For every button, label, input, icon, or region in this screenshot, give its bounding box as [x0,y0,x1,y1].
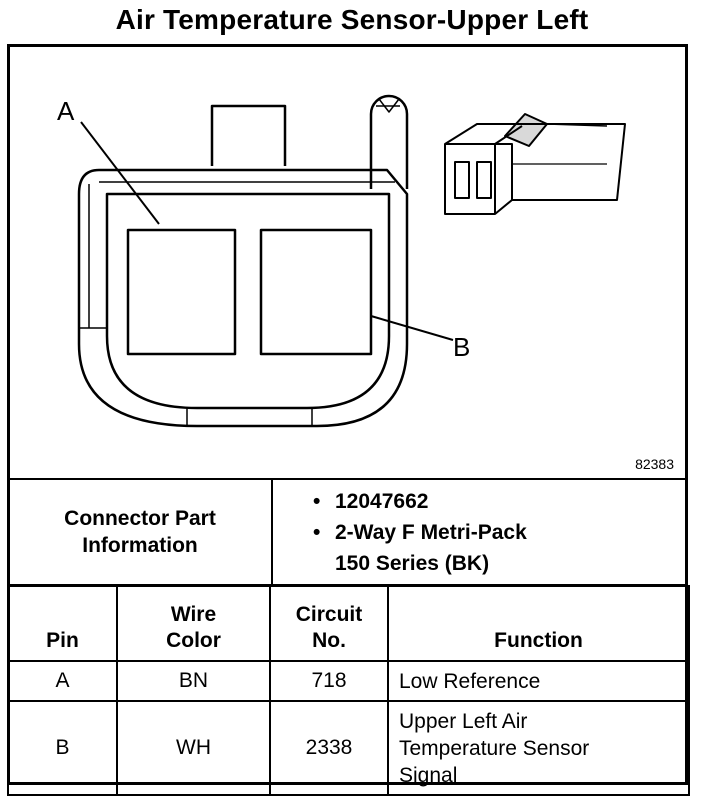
page-title: Air Temperature Sensor-Upper Left [115,4,589,35]
bullet-icon: • [313,520,321,544]
function-line: Temperature Sensor [399,736,590,760]
description-item: • 2-Way F Metri-Pack [313,517,686,548]
connector-figure: A B 82383 [7,44,688,478]
figure-number: 82383 [635,456,674,472]
table-row: B WH 2338 Upper Left Air Temperature Sen… [7,700,690,796]
callout-b-label: B [453,332,471,362]
callout-a-label: A [57,96,75,126]
part-number: 12047662 [335,489,429,513]
function-line: Signal [399,763,458,787]
header-wire-color-line1: Wire [170,603,217,626]
function-line: Upper Left Air [399,709,528,733]
function-line: Low Reference [399,669,541,693]
connector-info-label-line2: Information [82,534,198,557]
header-wire-color-line2: Color [166,629,221,652]
wire-color-cell: WH [116,700,271,796]
part-number-item: • 12047662 [313,486,686,517]
header-circuit-line1: Circuit [295,603,363,626]
header-pin: Pin [7,585,118,662]
header-function: Function [387,585,690,662]
bullet-icon: • [313,489,321,513]
wire-color-cell: BN [116,660,271,702]
circuit-cell: 2338 [269,700,389,796]
connector-info-details: • 12047662 • 2-Way F Metri-Pack 150 Series… [271,478,688,586]
description-line2: 150 Series (BK) [335,551,490,575]
description-line1: 2-Way F Metri-Pack [335,520,527,544]
connector-info-table: Connector Part Information • 12047662 • 2-… [7,478,688,586]
table-row: A BN 718 Low Reference [7,660,690,702]
connector-drawing [77,94,626,428]
connector-info-label: Connector Part Information [7,478,273,586]
function-cell: Low Reference [387,660,690,702]
connector-info-label-line1: Connector Part [64,507,216,530]
header-circuit-line2: No. [312,629,346,652]
function-cell: Upper Left Air Temperature Sensor Signal [387,700,690,796]
pin-cell: A [7,660,118,702]
connector-3d-view [444,113,626,215]
circuit-cell: 718 [269,660,389,702]
pin-cell: B [7,700,118,796]
